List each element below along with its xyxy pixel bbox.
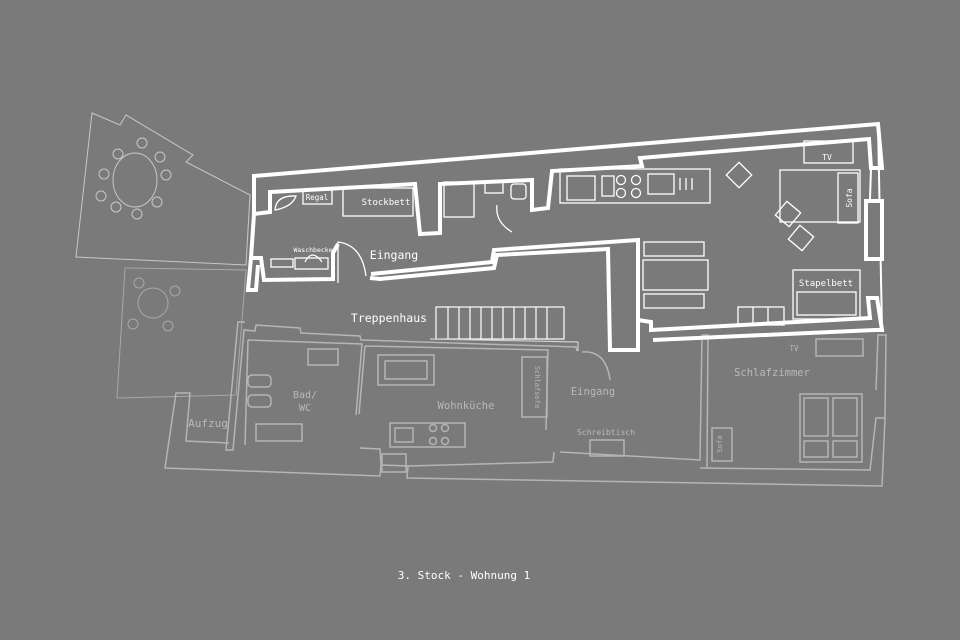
active-left-jamb: [245, 213, 260, 292]
floor-caption: 3. Stock - Wohnung 1: [398, 569, 530, 582]
label-aufzug: Aufzug: [188, 417, 228, 430]
waschbecken-unit: [294, 257, 329, 270]
faded-schlafsofa: [521, 356, 548, 418]
terrace-table-small: [137, 287, 169, 319]
active-lower-wall: [251, 237, 640, 352]
side-table: [725, 161, 753, 189]
faded-kitchen-table: [377, 354, 435, 386]
toilet: [510, 183, 527, 200]
terrace-upper: [75, 112, 251, 266]
stockbett-frame: [342, 187, 414, 217]
label-eingang-2: Eingang: [571, 386, 615, 398]
terrace-area: [75, 112, 251, 399]
faded-labels: Aufzug Bad/ WC Wohnküche Schlafsofa Eing…: [188, 344, 810, 452]
faded-inner-walls: [244, 334, 887, 469]
bench-1: [643, 241, 705, 257]
faded-outer-wall: [164, 321, 886, 487]
shower: [443, 181, 475, 218]
kitchen-counter: [559, 168, 711, 204]
terrace-table: [112, 152, 158, 208]
label-eingang: Eingang: [370, 248, 418, 262]
sofa: [779, 169, 861, 223]
label-schlafzimmer: Schlafzimmer: [734, 367, 810, 379]
label-sofa: Sofa: [845, 188, 854, 207]
faded-unit: [164, 321, 887, 487]
label-stapelbett: Stapelbett: [799, 279, 853, 289]
label-treppenhaus: Treppenhaus: [351, 311, 427, 325]
wc-door-arc: [496, 204, 513, 233]
faded-tv-unit: [815, 338, 864, 357]
active-unit: [245, 121, 885, 352]
entrance-door-arc: [337, 241, 367, 283]
active-labels: Regal Stockbett Waschbecken Eingang TV S…: [293, 153, 854, 325]
faded-toilet: [307, 348, 339, 366]
label-waschbecken: Waschbecken: [293, 246, 336, 254]
tv-cabinet: [803, 140, 854, 164]
bench-2: [642, 259, 709, 291]
active-right-wall: [637, 296, 885, 342]
faded-sofa: [711, 427, 733, 462]
label-wc: WC: [299, 403, 311, 414]
faded-bathtub: [255, 423, 303, 442]
terrace-lower: [116, 267, 247, 399]
bench-3: [643, 293, 705, 309]
label-schreibtisch: Schreibtisch: [577, 428, 635, 437]
label-schlafsofa: Schlafsofa: [533, 366, 541, 408]
label-stockbett: Stockbett: [362, 198, 411, 208]
faded-door-frame: [381, 453, 407, 473]
shower-arc: [274, 195, 297, 211]
faded-sink: [247, 374, 272, 388]
active-details: [270, 140, 861, 326]
label-regal: Regal: [306, 193, 329, 202]
faded-schreibtisch: [589, 439, 625, 457]
low-cabinet: [737, 306, 785, 326]
active-outer-wall: [252, 121, 885, 237]
stapelbett-frame: [792, 269, 861, 320]
regal-shelf: [302, 189, 333, 205]
label-wohnkueche: Wohnküche: [438, 400, 495, 412]
label-bad: Bad/: [293, 390, 317, 401]
label-sofa-2: Sofa: [716, 436, 724, 453]
active-window-right: [864, 199, 884, 261]
armchair-1: [774, 200, 802, 228]
label-tv: TV: [822, 153, 832, 162]
staircase: [429, 306, 579, 351]
storage-bench: [270, 258, 294, 268]
faded-door-arc: [581, 351, 611, 381]
faded-kitchen-counter: [389, 422, 466, 448]
armchair-2: [787, 224, 815, 252]
faded-bed: [799, 393, 863, 463]
label-tv-2: TV: [789, 344, 799, 353]
